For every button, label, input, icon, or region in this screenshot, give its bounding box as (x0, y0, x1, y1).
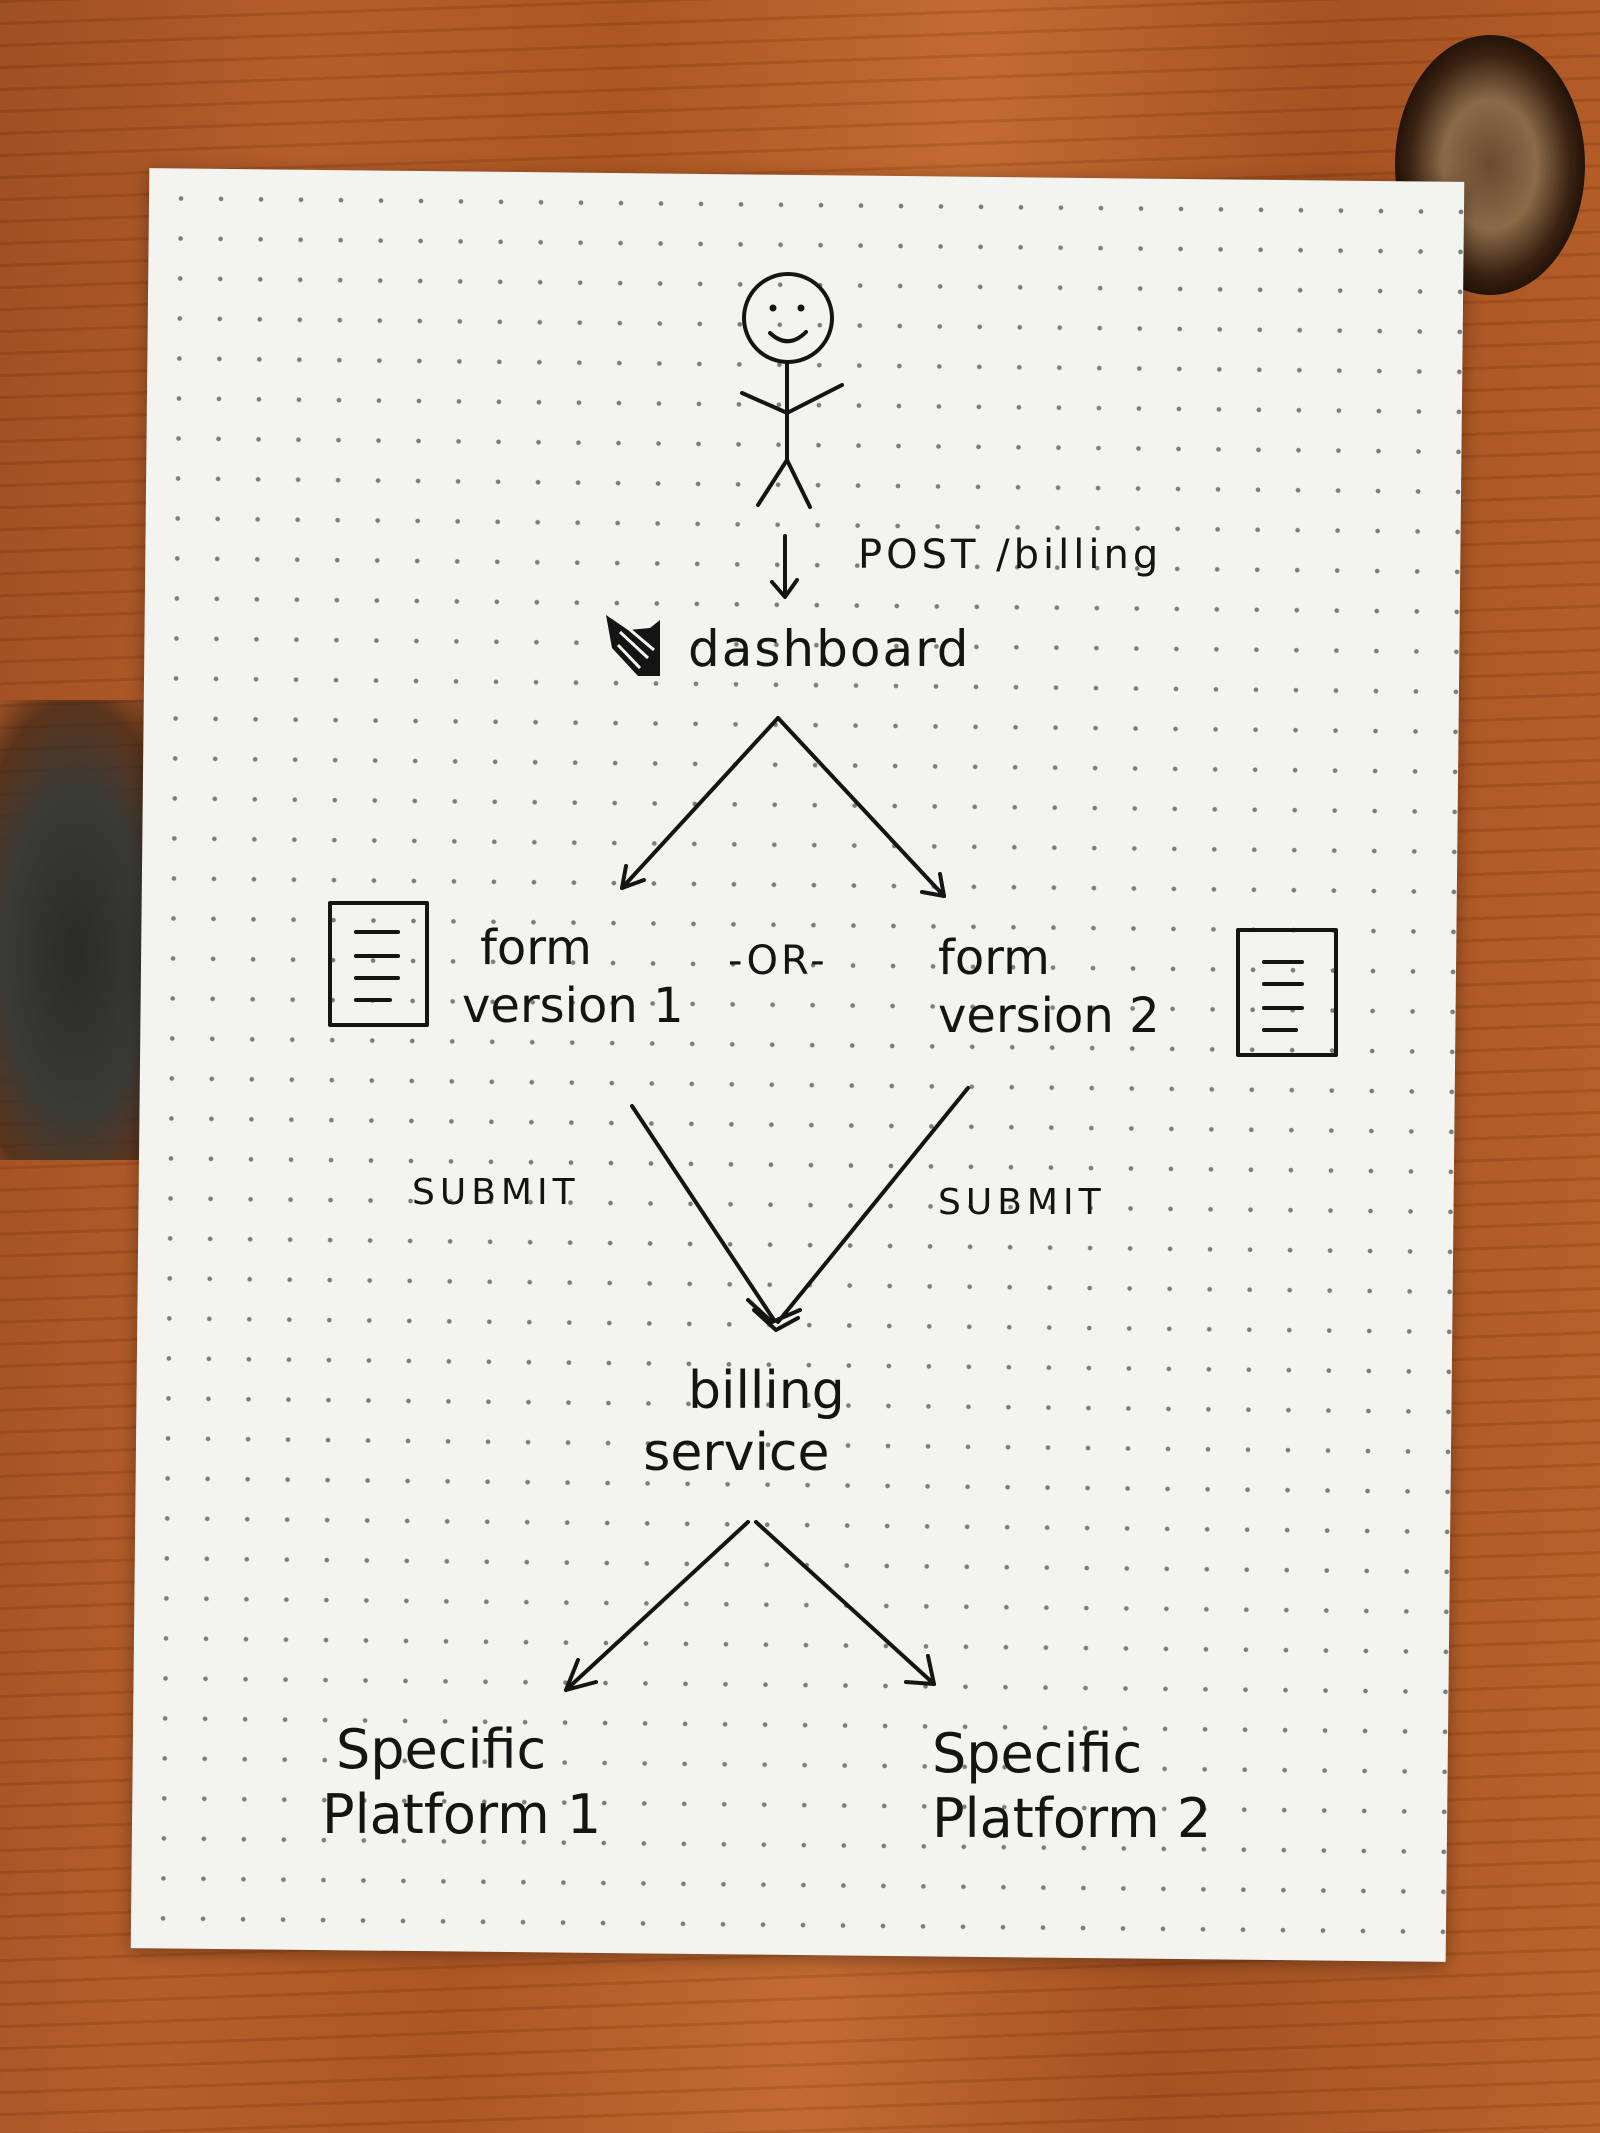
arrows-dashboard-to-forms (620, 716, 946, 898)
submit-right-label: SUBMIT (938, 1182, 1106, 1223)
platform-1-line1: Specific (336, 1718, 547, 1781)
document-icon (328, 901, 429, 1027)
cat-logo-icon (606, 615, 660, 676)
billing-service-line1: billing (688, 1361, 845, 1421)
platform-2-label: Specific Platform 2 (932, 1722, 1211, 1852)
billing-service-line2: service (643, 1423, 830, 1484)
form-version-1-line2: version 1 (462, 977, 684, 1034)
stick-figure-icon (740, 272, 844, 509)
dashboard-label: dashboard (688, 620, 971, 678)
arrows-billing-to-platforms (564, 1520, 936, 1692)
platform-1-line2: Platform 1 (322, 1782, 602, 1846)
form-version-1-label: form version 1 (462, 920, 684, 1035)
or-label: -OR- (728, 938, 828, 984)
request-label: POST /billing (858, 532, 1163, 578)
submit-left-label: SUBMIT (412, 1172, 580, 1213)
form-version-2-label: form version 2 (938, 930, 1160, 1045)
form-version-2-line2: version 2 (938, 987, 1160, 1044)
arrow-to-dashboard (770, 534, 799, 599)
form-version-2-line1: form (938, 930, 1050, 986)
platform-2-line1: Specific (932, 1722, 1143, 1785)
platform-2-line2: Platform 2 (932, 1786, 1212, 1850)
arrows-forms-to-billing (630, 1086, 970, 1332)
platform-1-label: Specific Platform 1 (322, 1718, 601, 1848)
billing-service-label: billing service (628, 1360, 845, 1485)
document-icon (1236, 928, 1338, 1057)
form-version-1-line1: form (480, 920, 592, 976)
